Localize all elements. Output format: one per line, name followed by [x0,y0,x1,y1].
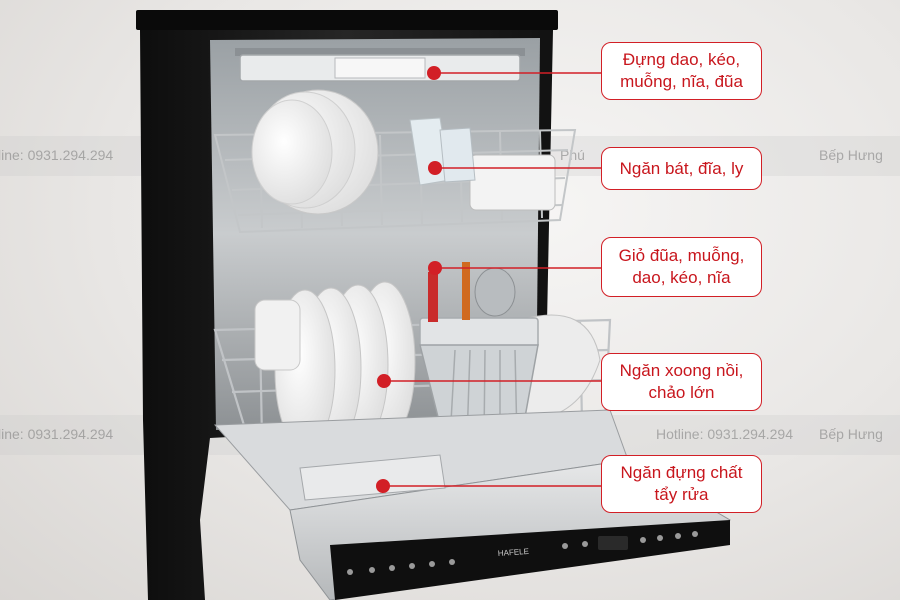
leader-dot-1 [427,66,441,80]
watermark-brand: Bếp Hưng [819,147,883,163]
top-panel [136,10,558,30]
leader-dot-3 [428,261,442,275]
leader-dot-5 [376,479,390,493]
leader-dot-4 [377,374,391,388]
callout-cutlery-basket: Giỏ đũa, muỗng, dao, kéo, nĩa [601,237,762,297]
brand-logo: HAFELE [498,547,530,558]
watermark-hotline: line: 0931.294.294 [0,426,114,442]
lower-plates [254,281,601,451]
watermark-hotline: Hotline: 0931.294.294 [656,426,793,442]
watermark-hotline: line: 0931.294.294 [0,147,114,163]
callout-detergent: Ngăn đựng chất tẩy rửa [601,455,762,513]
top-cutlery-tray [239,54,521,82]
cutlery-tray-rail [235,48,525,56]
detergent-dispenser [299,454,446,501]
control-panel [330,520,730,600]
leader-dots [376,66,442,493]
watermark-brand: Bếp Hưng [819,426,883,442]
leader-dot-2 [428,161,442,175]
callout-pot-rack: Ngăn xoong nồi, chảo lớn [601,353,762,411]
control-buttons [347,531,698,575]
leader-lines [383,72,601,487]
callout-cutlery-tray: Đựng dao, kéo, muỗng, nĩa, đũa [601,42,762,100]
callout-dish-rack: Ngăn bát, đĩa, ly [601,147,762,190]
